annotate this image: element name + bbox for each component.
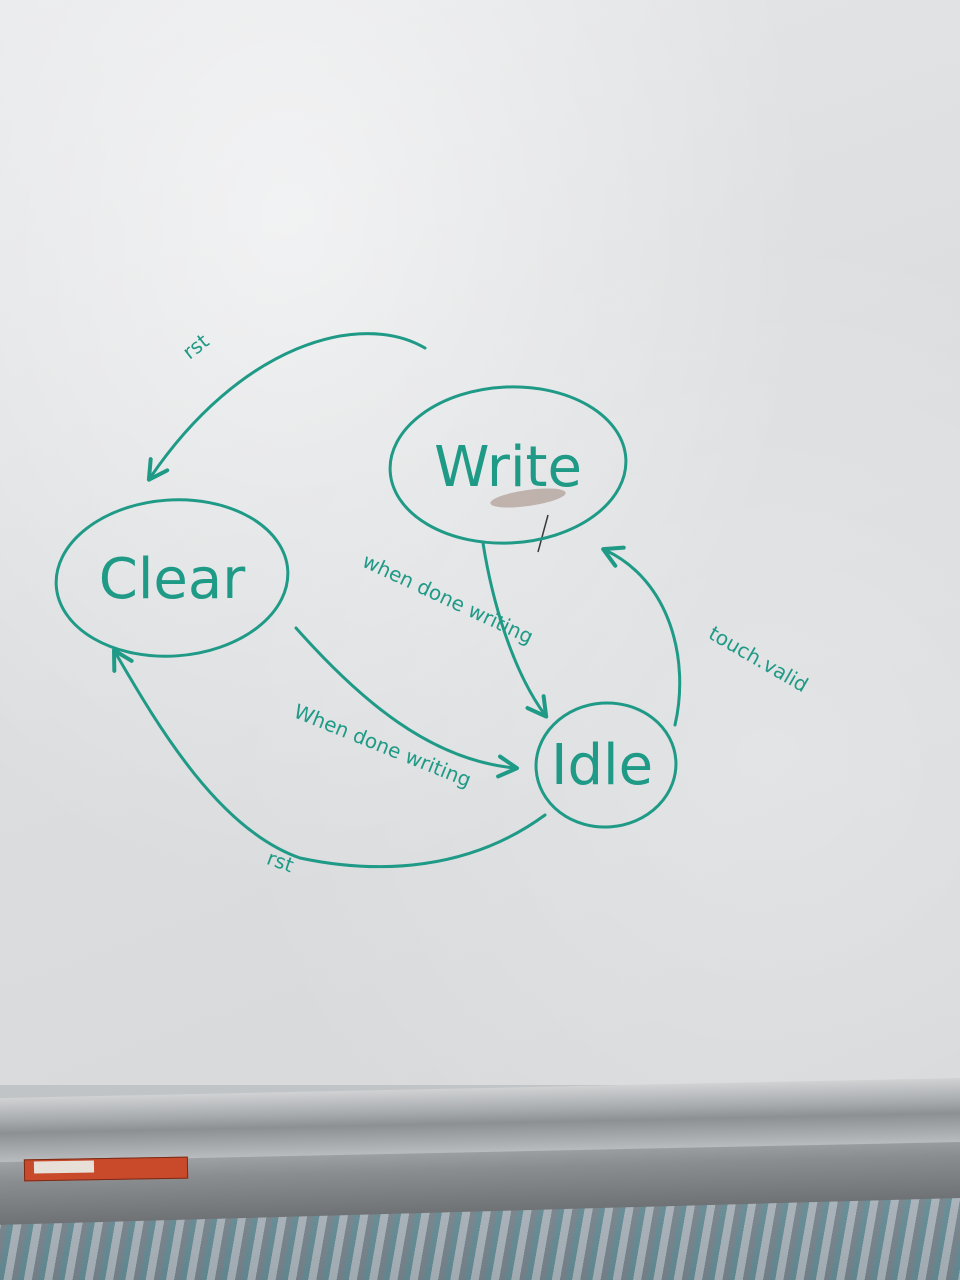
- edge-write-to-clear-label: rst: [178, 329, 214, 364]
- state-idle-label: Idle: [551, 733, 653, 798]
- edge-idle-to-write-label: touch.valid: [705, 621, 813, 697]
- pen-scratch: [537, 514, 549, 553]
- state-clear-label: Clear: [99, 547, 246, 612]
- edge-clear-to-idle-arrow: [294, 626, 519, 779]
- state-clear: Clear: [54, 498, 290, 658]
- edge-idle-to-clear: rst: [112, 648, 547, 878]
- state-write-label: Write: [434, 435, 582, 500]
- edge-clear-to-idle-label: When done writing: [291, 699, 475, 792]
- edge-write-to-idle-label: when done writing: [359, 549, 537, 649]
- edge-idle-to-write: touch.valid: [601, 545, 813, 727]
- state-clear-ellipse: [54, 498, 290, 658]
- edge-write-to-clear-arrow: [146, 332, 427, 482]
- state-idle: Idle: [534, 701, 678, 829]
- smudge-mark: [490, 488, 566, 508]
- edge-idle-to-clear-label: rst: [264, 846, 297, 878]
- state-idle-ellipse: [534, 701, 678, 829]
- edge-idle-to-write-arrow: [601, 545, 682, 727]
- edge-write-to-idle-arrow: [481, 541, 549, 719]
- edge-write-to-clear: rst: [146, 329, 427, 482]
- state-write-ellipse: [388, 385, 628, 545]
- edge-write-to-idle: when done writing: [359, 541, 549, 719]
- state-write: Write: [388, 385, 628, 545]
- edge-clear-to-idle: When done writing: [291, 626, 519, 792]
- edge-idle-to-clear-arrow: [112, 648, 547, 869]
